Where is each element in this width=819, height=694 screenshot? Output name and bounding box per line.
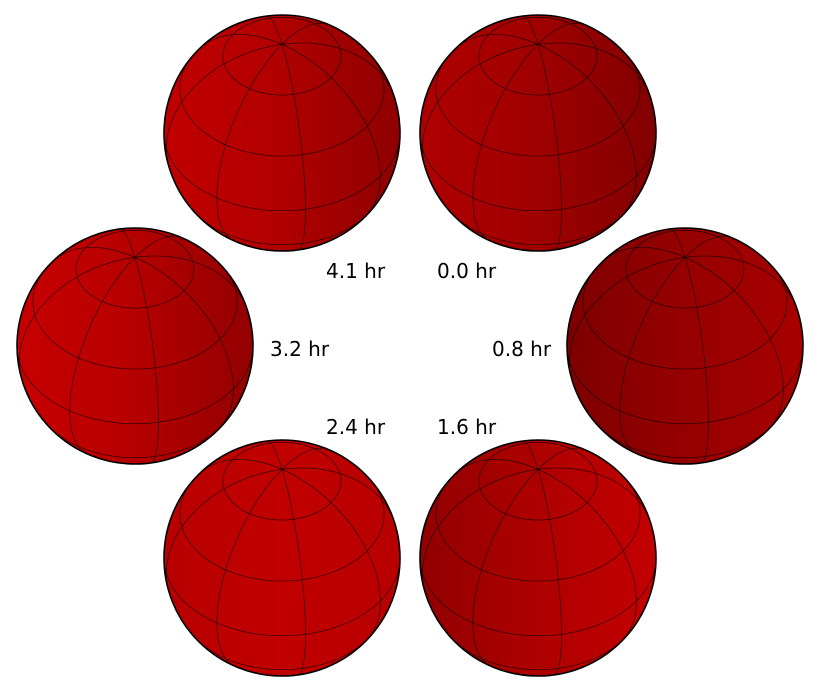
sphere-body — [567, 228, 803, 464]
sphere-body — [420, 15, 656, 251]
meridian-line — [266, 15, 283, 45]
sphere-outline — [163, 439, 401, 677]
parallel-line — [75, 229, 195, 309]
meridian-line — [669, 228, 686, 258]
meridian-line — [119, 228, 136, 258]
meridian-line — [684, 255, 799, 313]
sphere-1-6hr — [419, 439, 657, 677]
parallel-line — [16, 348, 254, 425]
meridian-line — [537, 22, 585, 45]
label-1-6hr: 1.6 hr — [437, 415, 497, 439]
meridian-line — [522, 15, 539, 45]
label-0-0hr: 0.0 hr — [437, 259, 497, 283]
parallel-line — [419, 135, 657, 212]
parallel-line — [179, 479, 385, 582]
meridian-line — [684, 257, 709, 464]
meridian-line — [281, 469, 306, 676]
meridian-line — [537, 44, 562, 251]
meridian-line — [134, 257, 159, 464]
meridian-line — [455, 34, 539, 49]
meridian-line — [52, 247, 136, 262]
meridian-line — [69, 257, 136, 454]
meridian-line — [537, 447, 585, 470]
parallel-line — [179, 54, 385, 157]
parallel-line — [478, 441, 598, 521]
sphere-4-1hr — [163, 14, 401, 252]
meridian-line — [134, 257, 234, 431]
sphere-outline — [163, 14, 401, 252]
sphere-body — [420, 440, 656, 676]
parallel-line — [222, 16, 342, 96]
meridian-line — [472, 44, 539, 241]
sphere-0-8hr — [566, 227, 804, 465]
meridian-line — [281, 42, 396, 100]
parallel-line — [582, 267, 788, 370]
sphere-3-2hr — [16, 227, 254, 465]
parallel-line — [625, 229, 745, 309]
meridian-line — [266, 440, 283, 470]
meridian-line — [166, 469, 283, 592]
sphere-body — [164, 15, 400, 251]
meridian-line — [281, 44, 381, 218]
sphere-outline — [419, 439, 657, 677]
parallel-line — [163, 560, 401, 637]
meridian-line — [602, 247, 686, 262]
meridian-line — [216, 469, 283, 666]
meridian-line — [281, 44, 306, 251]
meridian-line — [684, 235, 732, 258]
parallel-line — [566, 348, 804, 425]
parallel-line — [435, 479, 641, 582]
sphere-outline — [566, 227, 804, 465]
meridian-line — [684, 257, 784, 431]
meridian-line — [281, 467, 396, 525]
meridian-line — [134, 235, 182, 258]
meridian-line — [472, 469, 539, 666]
parallel-line — [478, 16, 598, 96]
parallel-line — [163, 135, 401, 212]
label-0-8hr: 0.8 hr — [492, 337, 552, 361]
meridian-line — [199, 34, 283, 49]
sphere-0-0hr — [419, 14, 657, 252]
sphere-outline — [16, 227, 254, 465]
parallel-line — [32, 267, 238, 370]
label-2-4hr: 2.4 hr — [326, 415, 386, 439]
meridian-line — [619, 257, 686, 454]
meridian-line — [281, 447, 329, 470]
sphere-2-4hr — [163, 439, 401, 677]
parallel-line — [419, 560, 657, 637]
meridian-line — [281, 469, 381, 643]
meridian-line — [537, 467, 652, 525]
sphere-body — [17, 228, 253, 464]
meridian-line — [569, 257, 686, 380]
meridian-line — [19, 257, 136, 380]
parallel-line — [222, 441, 342, 521]
sphere-outline — [419, 14, 657, 252]
meridian-line — [422, 44, 539, 167]
meridian-line — [281, 22, 329, 45]
meridian-line — [134, 255, 249, 313]
sphere-body — [164, 440, 400, 676]
meridian-line — [537, 44, 637, 218]
parallel-line — [435, 54, 641, 157]
meridian-line — [537, 469, 562, 676]
meridian-line — [522, 440, 539, 470]
meridian-line — [537, 469, 637, 643]
meridian-line — [166, 44, 283, 167]
label-3-2hr: 3.2 hr — [270, 337, 330, 361]
label-4-1hr: 4.1 hr — [326, 259, 386, 283]
meridian-line — [199, 459, 283, 474]
meridian-line — [537, 42, 652, 100]
meridian-line — [455, 459, 539, 474]
meridian-line — [422, 469, 539, 592]
meridian-line — [216, 44, 283, 241]
